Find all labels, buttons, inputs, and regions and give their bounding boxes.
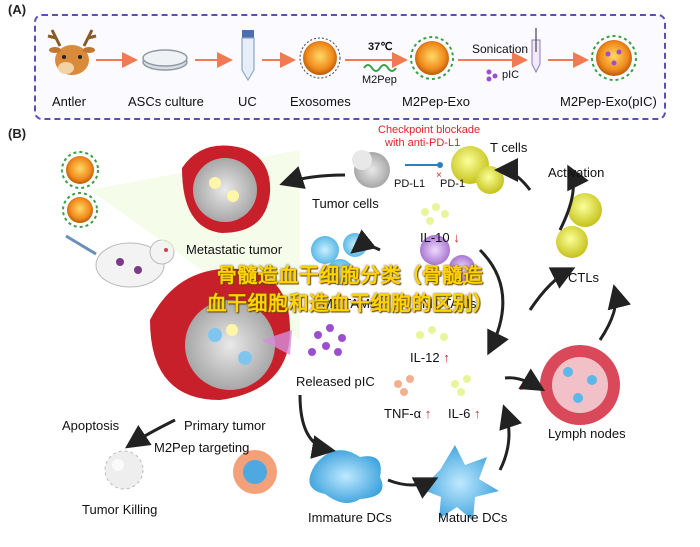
- svg-text:×: ×: [436, 170, 442, 181]
- pd-l1-label: PD-L1: [394, 178, 426, 190]
- immature-dcs-label: Immature DCs: [308, 510, 392, 525]
- tnf-cytokine-icon: [394, 375, 414, 396]
- m2pep-reagent-label: M2Pep: [362, 74, 397, 86]
- primary-tumor-icon: [150, 268, 292, 400]
- il12-label: IL-12 ↑: [410, 350, 450, 365]
- overlay-caption: 骨髓造血干细胞分类（骨髓造 血干细胞和造血干细胞的区别）: [150, 262, 550, 318]
- tumor-killing-label: Tumor Killing: [82, 502, 158, 517]
- lymph-node-icon: [519, 345, 620, 425]
- tnf-label: TNF-α ↑: [384, 406, 432, 421]
- checkpoint-blockade-icon: ×: [405, 162, 443, 181]
- centrifuge-tube-icon: [241, 30, 255, 82]
- deer-icon: [47, 29, 97, 75]
- il10-cytokine-icon: [421, 203, 449, 225]
- exosome-icon: [299, 37, 341, 79]
- apoptosis-label: Apoptosis: [62, 418, 120, 433]
- mature-dc-icon: [421, 445, 499, 521]
- m1-tams-label: M1 TAMs: [422, 296, 477, 311]
- step-label-antler: Antler: [52, 94, 86, 109]
- il6-label: IL-6 ↑: [448, 406, 481, 421]
- m1-tams-icon: [420, 235, 475, 281]
- temperature-label: 37℃: [368, 41, 393, 53]
- checkpoint-line1: Checkpoint blockade: [378, 124, 481, 136]
- sonication-label: Sonication: [472, 42, 529, 56]
- m2pep-exo-pic-icon: [591, 35, 637, 81]
- tumor-killing-icon: [104, 450, 144, 490]
- released-pic-label: Released pIC: [296, 374, 375, 389]
- m2-tams-label: M2 TAMs: [322, 296, 377, 311]
- sonication-tube-icon: [531, 28, 541, 74]
- m2pep-targeting-icon: [233, 450, 277, 494]
- ctls-label: CTLs: [568, 270, 600, 285]
- m2pep-targeting-label: M2Pep targeting: [154, 440, 250, 455]
- il12-cytokine-icon: [416, 326, 448, 341]
- activation-label: Activation: [548, 165, 605, 180]
- peptide-squiggle-icon: [363, 64, 397, 72]
- mature-dcs-label: Mature DCs: [438, 510, 508, 525]
- checkpoint-line2: with anti-PD-L1: [385, 137, 461, 149]
- panel-b-flow-arrows: [125, 158, 631, 499]
- m2pep-exo-icon: [410, 36, 454, 80]
- overlay-line-2: 血干细胞和造血干细胞的区别）: [206, 293, 494, 315]
- overlay-line-1: 骨髓造血干细胞分类（骨髓造: [216, 265, 484, 287]
- step-label-ascs-culture: ASCs culture: [128, 94, 204, 109]
- tumor-cells-icon: [352, 150, 390, 188]
- pd-1-label: PD-1: [440, 178, 466, 190]
- metastatic-tumor-icon: [182, 145, 271, 233]
- mouse-icon: [65, 234, 175, 288]
- step-label-exosomes: Exosomes: [290, 94, 351, 109]
- step-label-m2pep-exo: M2Pep-Exo: [402, 94, 470, 109]
- step-label-m2pep-exo-pic: M2Pep-Exo(pIC): [560, 94, 657, 109]
- panel-a-frame: [34, 14, 666, 120]
- panel-b-tag: (B): [8, 126, 27, 141]
- metastatic-tumor-label: Metastatic tumor: [186, 242, 283, 257]
- t-cells-label: T cells: [490, 140, 528, 155]
- step-label-uc: UC: [238, 94, 257, 109]
- exosome-cluster-icon: [61, 151, 99, 228]
- primary-tumor-label: Primary tumor: [184, 418, 266, 433]
- tumor-cells-label: Tumor cells: [312, 196, 379, 211]
- pic-label: pIC: [502, 69, 520, 81]
- petri-dish-icon: [142, 49, 188, 71]
- il10-label: IL-10 ↓: [420, 230, 460, 245]
- panel-a-tag: (A): [8, 2, 27, 17]
- lymph-nodes-label: Lymph nodes: [548, 426, 626, 441]
- pic-dots-icon: [486, 69, 498, 82]
- il6-cytokine-icon: [451, 375, 471, 396]
- immature-dc-icon: [309, 450, 383, 503]
- released-pic-icon: [308, 324, 346, 356]
- ctls-icon: [556, 193, 602, 258]
